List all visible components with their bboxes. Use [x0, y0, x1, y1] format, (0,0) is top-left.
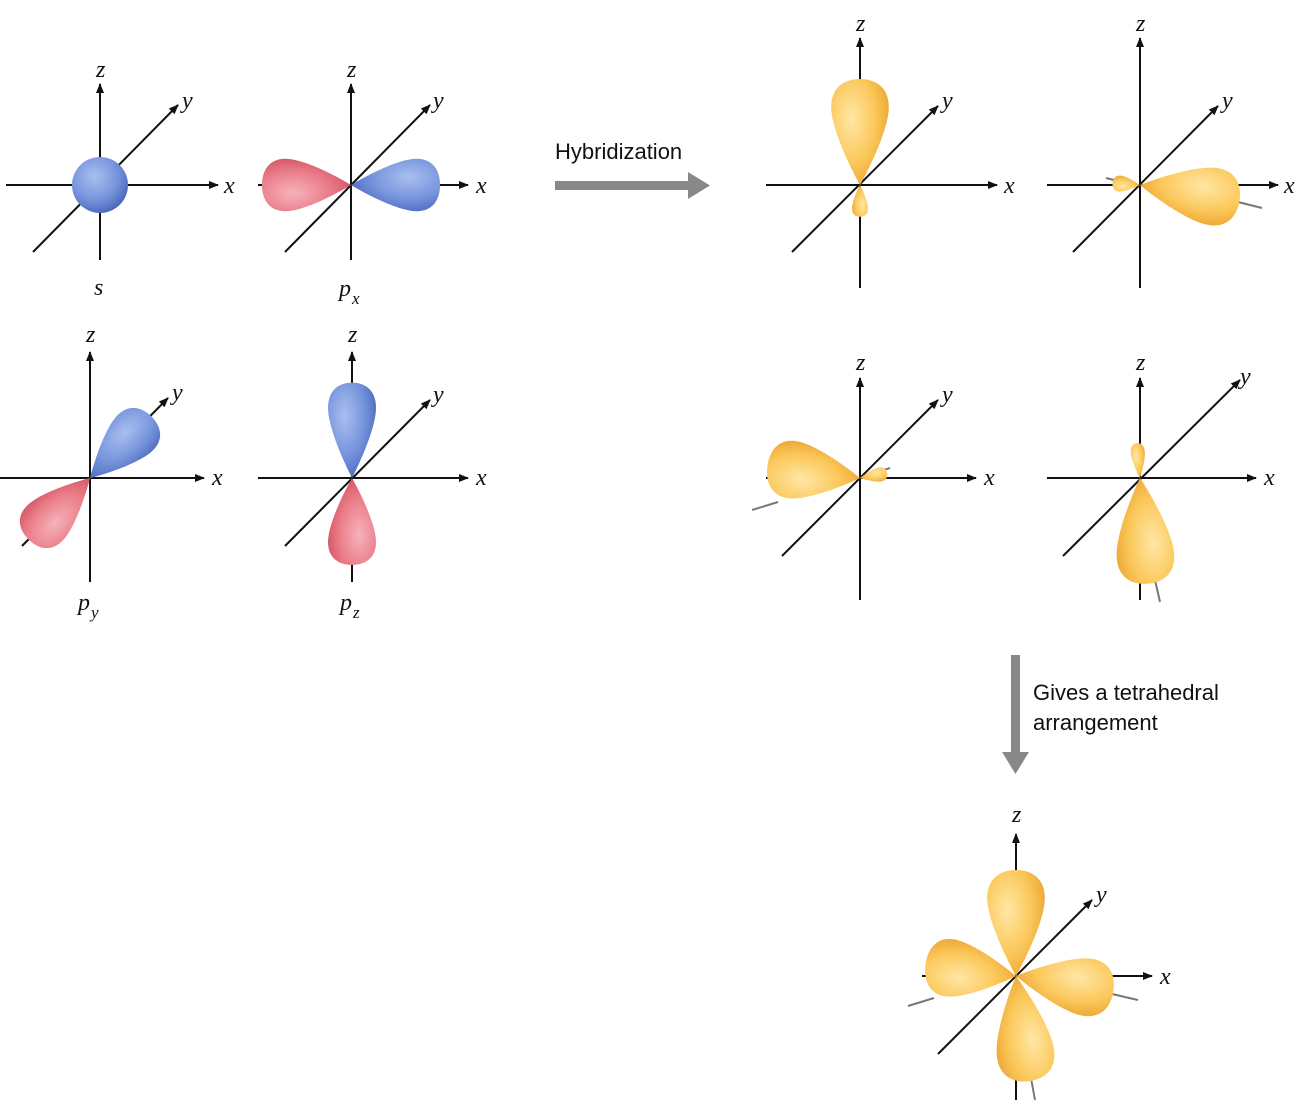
x-axis-label: x [983, 465, 995, 491]
hybrid-orbital-4-panel: z x y [1047, 350, 1275, 603]
pz-orbital-panel: z x y pz [258, 322, 487, 622]
hybrid-major-lobe [1111, 475, 1177, 586]
s-orbital-sphere [72, 157, 128, 213]
y-axis-label: y [180, 88, 193, 114]
y-axis-label: y [940, 382, 953, 408]
z-axis-label: z [1135, 11, 1146, 37]
px-negative-lobe [261, 158, 351, 212]
x-axis-label: x [1283, 173, 1295, 199]
hybrid-minor-lobe [1129, 442, 1148, 479]
axes [766, 37, 998, 288]
y-axis-label: y [1094, 882, 1107, 908]
hybrid-minor-lobe [1111, 175, 1141, 193]
x-axis-label: x [1159, 964, 1171, 990]
y-axis-label: y [1238, 364, 1251, 390]
hybridization-label: Hybridization [555, 139, 682, 164]
orbital-label-px: px [337, 276, 360, 308]
y-axis-label: y [431, 88, 444, 114]
z-axis-label: z [95, 57, 106, 83]
orbital-label-py: py [76, 590, 99, 622]
y-axis-label: y [1220, 88, 1233, 114]
px-orbital-panel: z x y px [258, 57, 487, 308]
tetrahedral-label-line2: arrangement [1033, 710, 1158, 735]
y-axis-label: y [170, 380, 183, 406]
hybrid-orbital-2-panel: z x y [1047, 11, 1295, 288]
axes [1047, 37, 1279, 288]
y-axis-label: y [940, 88, 953, 114]
py-orbital-panel: z x y py [0, 322, 223, 622]
hybrid-major-lobe [831, 79, 889, 185]
tetrahedral-sp3-panel: z x y [907, 802, 1171, 1101]
z-axis-label: z [1011, 802, 1022, 828]
tetrahedral-label-line1: Gives a tetrahedral [1033, 680, 1219, 705]
z-axis-label: z [1135, 350, 1146, 376]
z-axis-label: z [855, 11, 866, 37]
hybrid-major-lobe [1135, 156, 1244, 230]
y-axis-label: y [431, 382, 444, 408]
px-positive-lobe [351, 158, 441, 212]
z-axis-label: z [85, 322, 96, 348]
z-axis-label: z [346, 57, 357, 83]
pz-positive-lobe [328, 382, 376, 478]
x-axis-label: x [475, 465, 487, 491]
x-axis-label: x [1263, 465, 1275, 491]
orbital-label-s: s [94, 275, 103, 301]
z-axis-label: z [347, 322, 358, 348]
x-axis-label: x [223, 173, 235, 199]
hybrid-orbital-3-panel: z x y [751, 350, 995, 600]
x-axis-label: x [475, 173, 487, 199]
s-orbital-panel: z x y s [6, 57, 235, 301]
x-axis-label: x [211, 465, 223, 491]
orbital-label-pz: pz [338, 590, 360, 622]
z-axis-label: z [855, 350, 866, 376]
tetrahedral-lobe-up [987, 870, 1045, 976]
hybrid-major-lobe [763, 438, 864, 507]
hybridization-arrow: Hybridization [555, 139, 710, 199]
pz-negative-lobe [328, 478, 376, 565]
tetrahedral-arrow: Gives a tetrahedral arrangement [1002, 655, 1219, 774]
x-axis-label: x [1003, 173, 1015, 199]
hybrid-orbital-1-panel: z x y [766, 11, 1015, 288]
